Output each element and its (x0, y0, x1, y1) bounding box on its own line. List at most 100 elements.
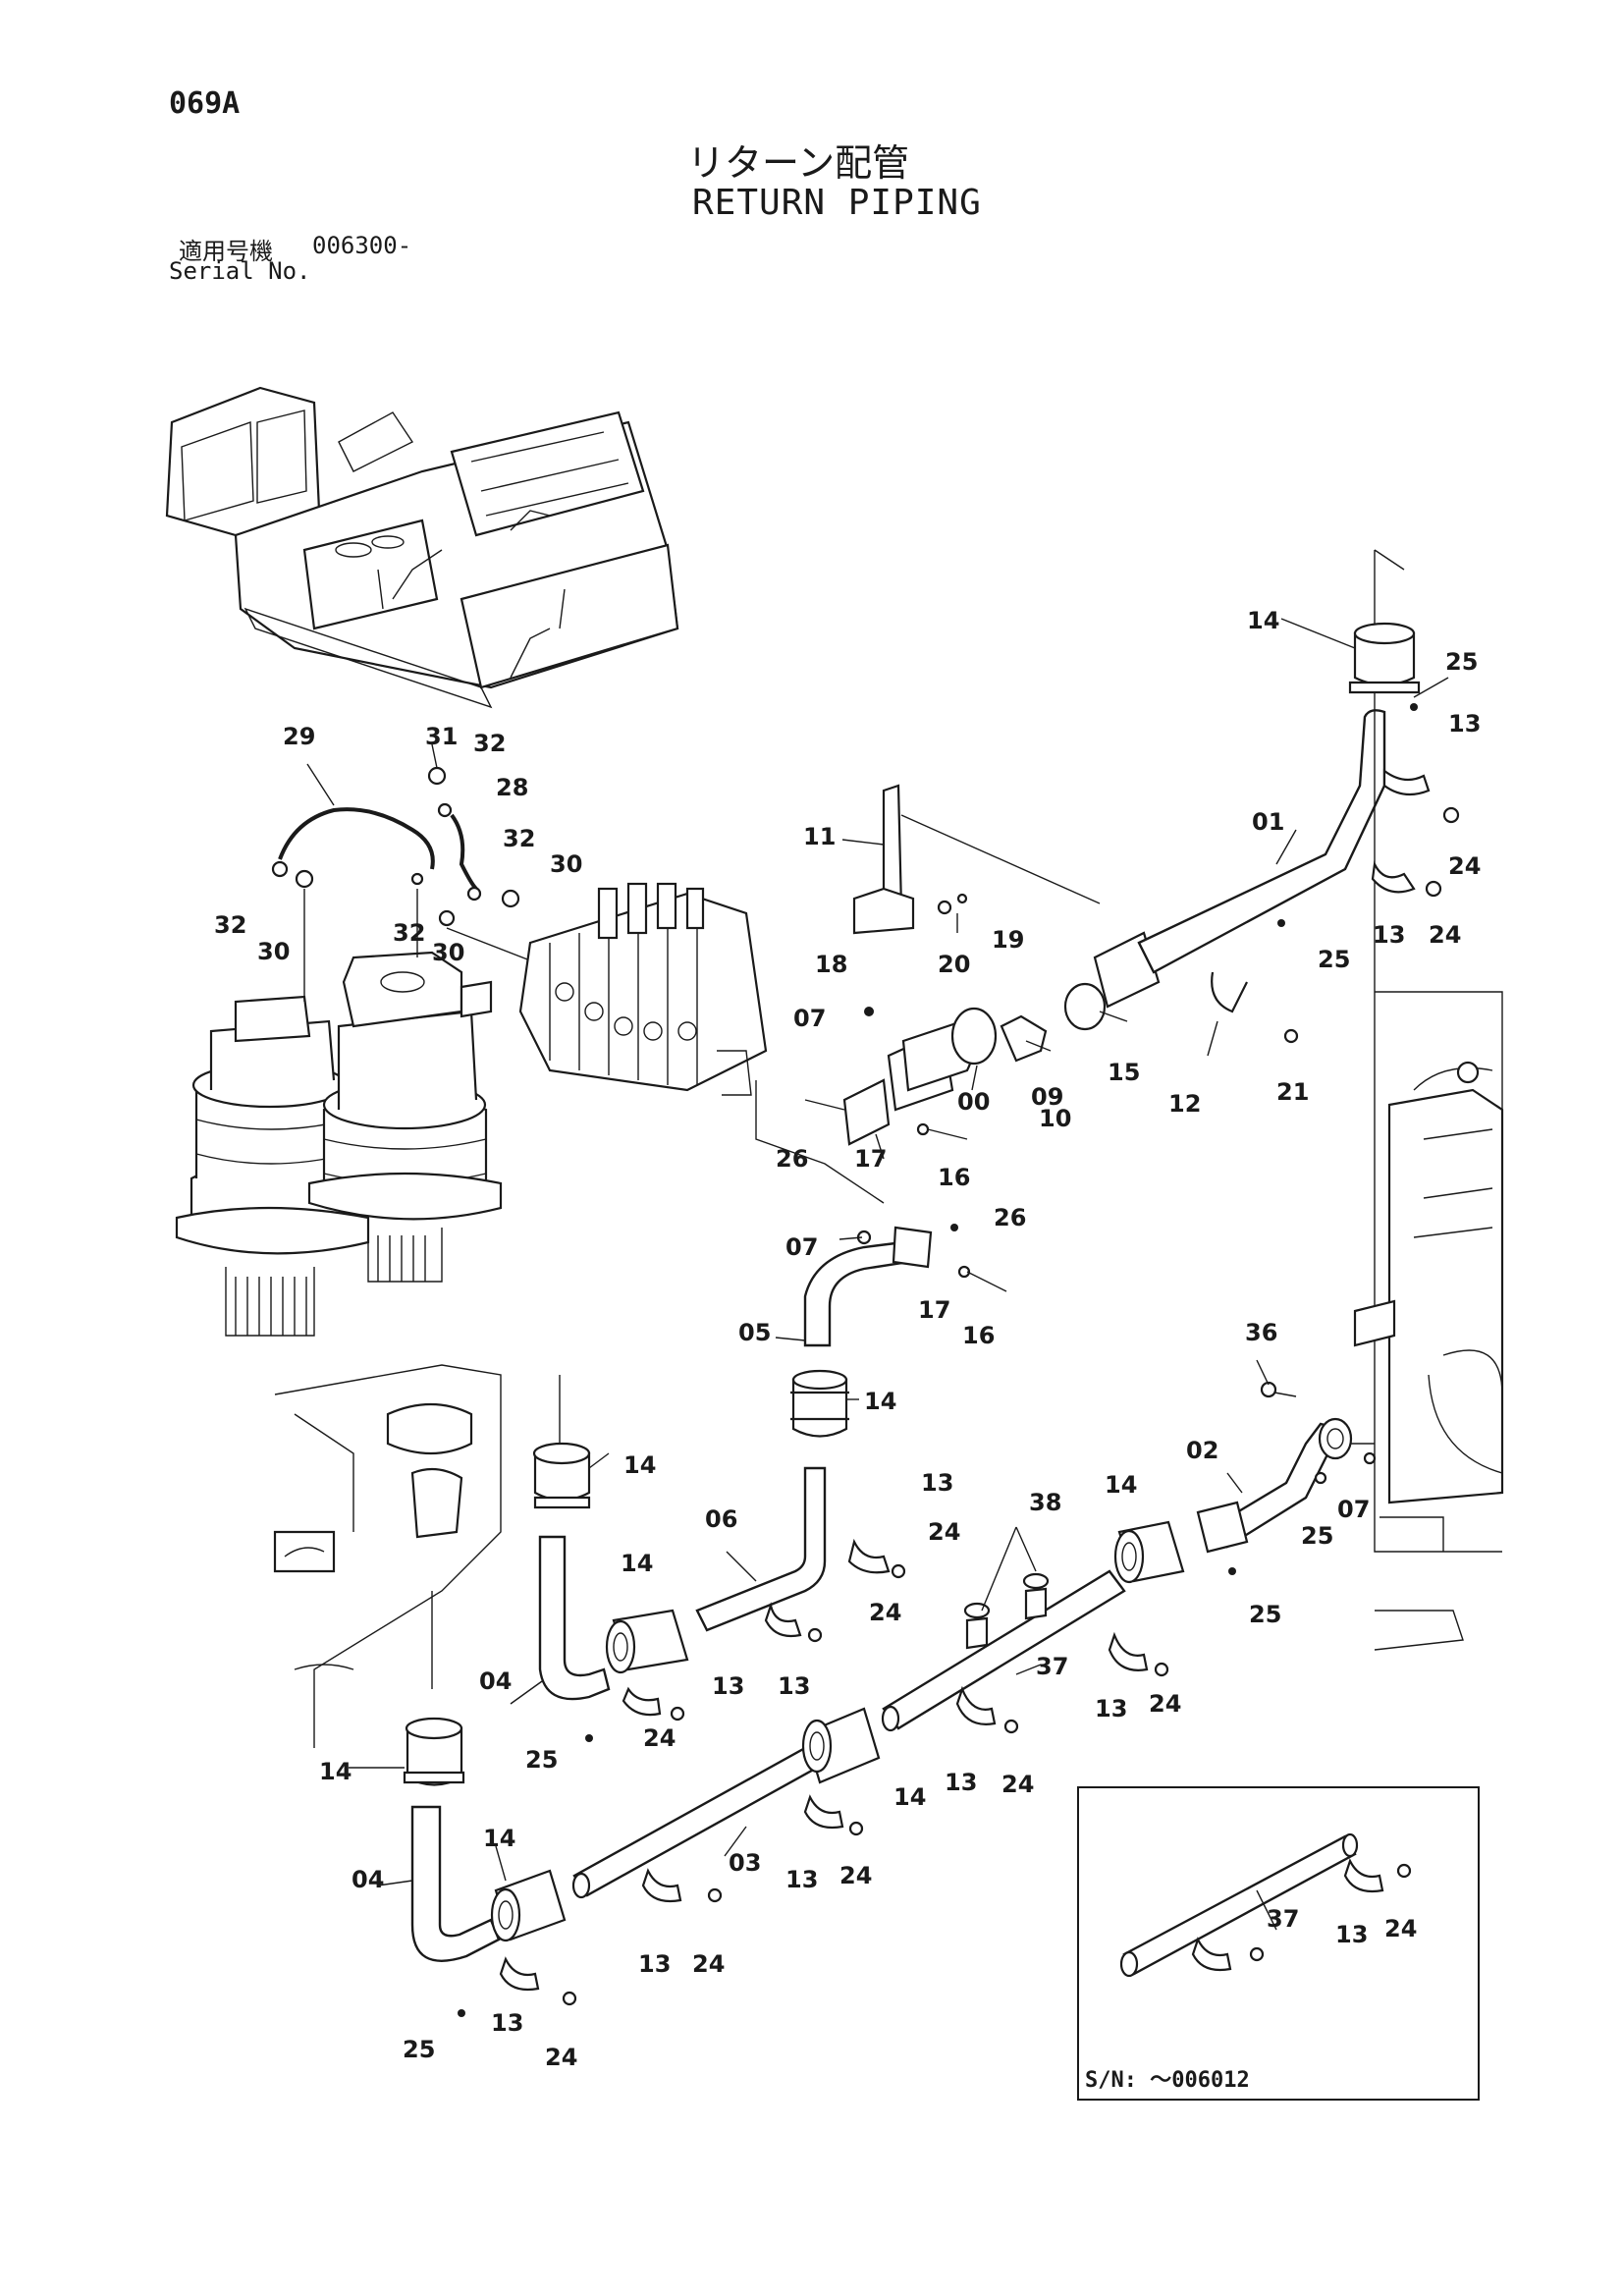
callout-13: 13 (945, 1769, 977, 1796)
callout-09: 09 (1031, 1083, 1063, 1111)
control-valve (518, 882, 885, 1204)
callout-24: 24 (1429, 921, 1461, 949)
callout-31: 31 (425, 723, 458, 750)
callout-13: 13 (1373, 921, 1405, 949)
callout-24: 24 (928, 1518, 960, 1546)
callout-32: 32 (473, 730, 506, 757)
callout-05: 05 (738, 1319, 771, 1346)
callout-13: 13 (1335, 1921, 1368, 1948)
callout-13: 13 (921, 1469, 953, 1497)
callout-07: 07 (793, 1005, 826, 1032)
bracket-11 (852, 784, 1101, 935)
callout-16: 16 (962, 1322, 995, 1349)
callout-12: 12 (1168, 1090, 1201, 1118)
callout-07: 07 (785, 1233, 818, 1261)
callout-04: 04 (352, 1866, 384, 1893)
callout-14: 14 (1247, 607, 1279, 634)
callout-25: 25 (1249, 1601, 1281, 1628)
callout-24: 24 (1384, 1915, 1417, 1942)
callout-24: 24 (1448, 852, 1481, 880)
callout-36: 36 (1245, 1319, 1277, 1346)
callout-24: 24 (869, 1599, 901, 1626)
callout-30: 30 (257, 938, 290, 965)
callout-32: 32 (503, 825, 535, 852)
return-pipe-02 (1196, 1381, 1377, 1575)
callout-14: 14 (893, 1783, 926, 1811)
page-title-english: RETURN PIPING (692, 183, 982, 223)
frame-left (273, 1364, 502, 1748)
callout-37: 37 (1036, 1653, 1068, 1680)
swing-motor-right (307, 951, 503, 1283)
callout-30: 30 (550, 850, 582, 878)
excavator-overview-illustration (165, 386, 679, 709)
return-pipe-04-upper (532, 1375, 611, 1742)
serial-range: 006300- (312, 232, 412, 259)
callout-26: 26 (994, 1204, 1026, 1231)
return-pipe-04-lower (403, 1717, 577, 2017)
serial-label-japanese: 適用号機 (179, 238, 273, 265)
callout-14: 14 (623, 1451, 656, 1479)
callout-04: 04 (479, 1667, 512, 1695)
callout-18: 18 (815, 951, 847, 978)
callout-17: 17 (918, 1296, 950, 1324)
callout-13: 13 (638, 1950, 671, 1978)
callout-29: 29 (283, 723, 315, 750)
callout-14: 14 (1105, 1471, 1137, 1499)
leader-lines (306, 618, 1449, 1886)
page-code: 069A (169, 86, 241, 121)
callout-17: 17 (854, 1145, 887, 1173)
callout-25: 25 (1445, 648, 1478, 676)
callout-16: 16 (938, 1164, 970, 1191)
callout-26: 26 (776, 1145, 808, 1173)
callout-13: 13 (1095, 1695, 1127, 1722)
callout-37: 37 (1267, 1905, 1299, 1933)
rubber-hose-14-a (605, 1609, 689, 1722)
callout-32: 32 (214, 911, 246, 939)
callout-03: 03 (729, 1849, 761, 1877)
callout-13: 13 (785, 1866, 818, 1893)
return-pipe-06 (695, 1466, 906, 1643)
callout-10: 10 (1039, 1105, 1071, 1132)
callout-25: 25 (525, 1746, 558, 1774)
drain-hoses (271, 766, 536, 1002)
return-pipe-01 (1277, 549, 1460, 992)
callout-28: 28 (496, 774, 528, 801)
callout-11: 11 (803, 823, 836, 850)
callout-20: 20 (938, 951, 970, 978)
callout-24: 24 (839, 1862, 872, 1889)
callout-38: 38 (1029, 1489, 1061, 1516)
serial-inset-box: S/N: ～006012 (1077, 1786, 1480, 2101)
callout-06: 06 (705, 1505, 737, 1533)
callout-01: 01 (1252, 808, 1284, 836)
callout-24: 24 (643, 1724, 676, 1752)
callout-14: 14 (319, 1758, 352, 1785)
callout-02: 02 (1186, 1437, 1218, 1464)
callout-19: 19 (992, 926, 1024, 954)
callout-25: 25 (1318, 946, 1350, 973)
return-flange-assembly (804, 709, 1386, 1160)
callout-00: 00 (957, 1088, 990, 1116)
callout-24: 24 (692, 1950, 725, 1978)
page-title-japanese: リターン配管 (687, 141, 910, 185)
return-pipe-37 (881, 1569, 1169, 1734)
pump-structure (1353, 991, 1504, 1651)
callout-15: 15 (1108, 1059, 1140, 1086)
callout-32: 32 (393, 919, 425, 947)
callout-numbers: 14 25 13 24 01 13 24 25 11 19 20 18 07 1… (214, 607, 1481, 2071)
callout-30: 30 (432, 939, 464, 966)
return-pipe-03 (571, 1707, 881, 1903)
callout-24: 24 (545, 2044, 577, 2071)
callout-21: 21 (1276, 1078, 1309, 1106)
callout-24: 24 (1149, 1690, 1181, 1718)
callout-14: 14 (621, 1550, 653, 1577)
callout-24: 24 (1001, 1771, 1034, 1798)
callout-07: 07 (1337, 1496, 1370, 1523)
callout-13: 13 (491, 2009, 523, 2037)
callout-13: 13 (1448, 710, 1481, 738)
serial-inset-note: S/N: ～006012 (1085, 2068, 1250, 2093)
callout-25: 25 (1301, 1522, 1333, 1550)
callout-13: 13 (778, 1672, 810, 1700)
callout-25: 25 (403, 2036, 435, 2063)
